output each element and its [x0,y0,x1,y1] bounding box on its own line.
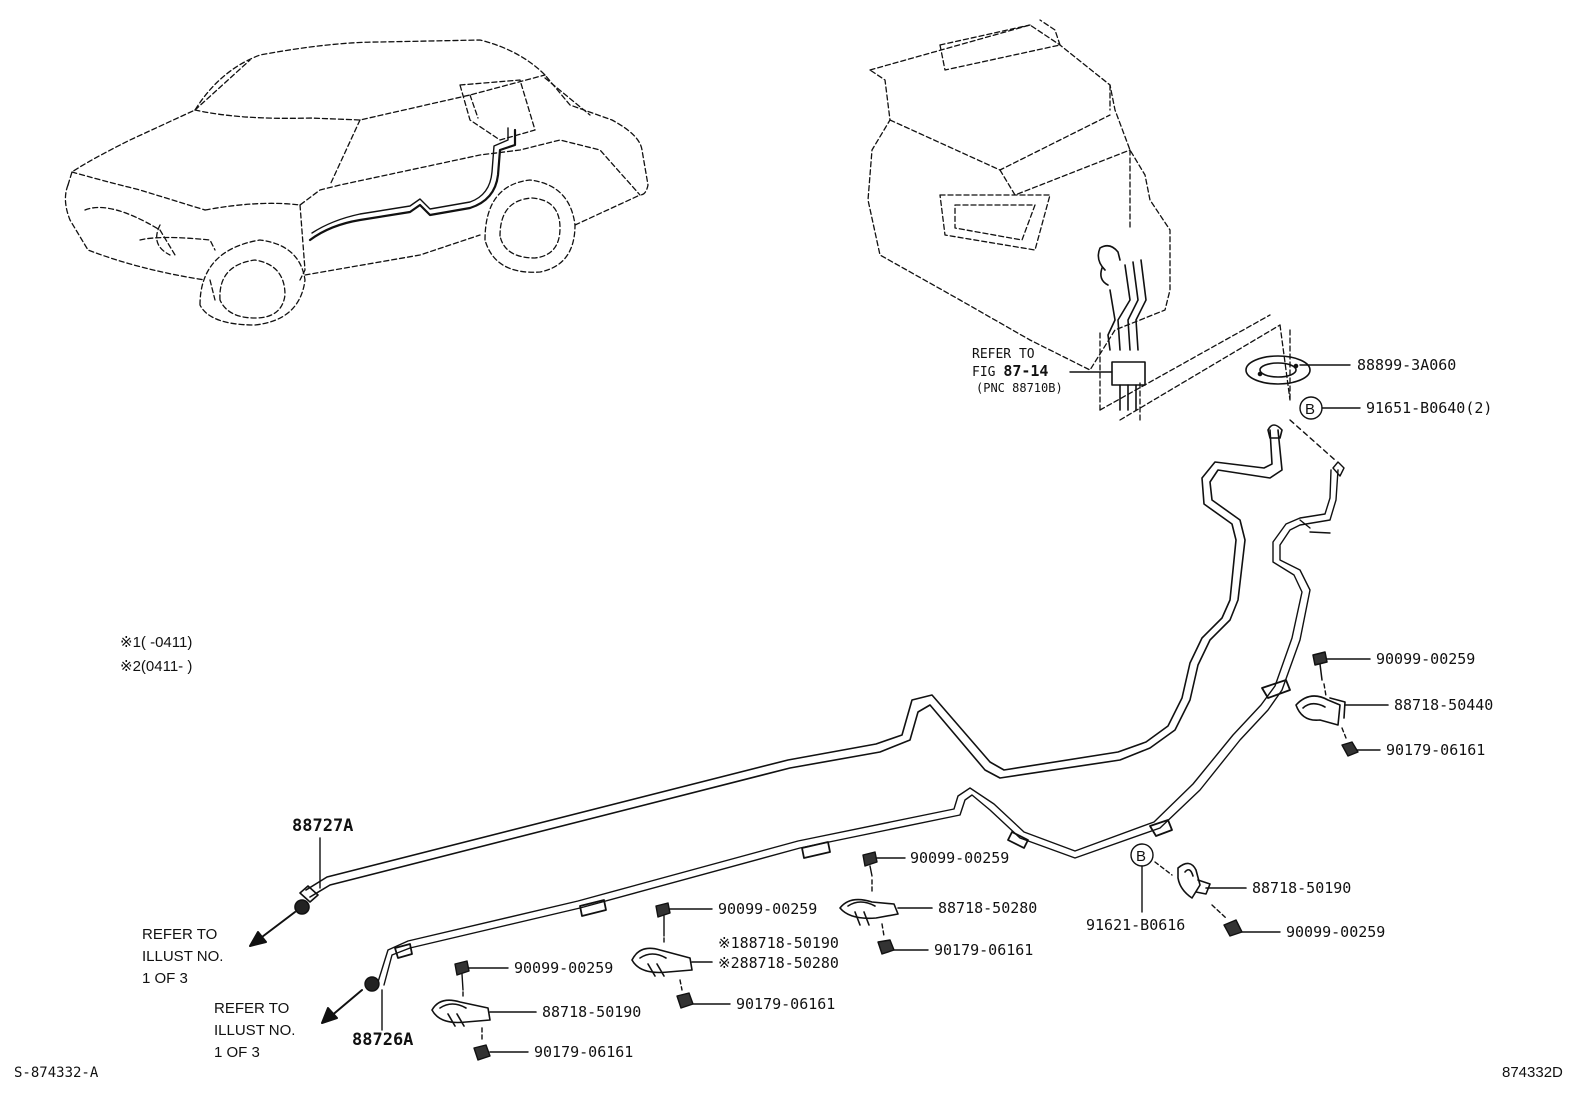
label-88718-50190-right[interactable]: 88718-50190 [1252,879,1352,897]
clamp-88718-50190-left [431,999,537,1027]
refer-illust-lower-l3: 1 OF 3 [214,1044,260,1061]
note-2: ※2(0411- ) [120,658,193,675]
label-90099-left[interactable]: 90099-00259 [514,959,614,977]
label-88718-note1[interactable]: ※188718-50190 [718,934,839,952]
refer-illust-upper-l1: REFER TO [142,926,218,943]
nut-90179-right [1341,741,1381,757]
bolt-90099-right [1312,651,1371,681]
label-90099-mid1[interactable]: 90099-00259 [910,849,1010,867]
dashed-link-b-lower [1154,861,1173,876]
sender-pipes [1097,244,1147,411]
callout-b-upper-text: B [1305,401,1315,418]
arrow-refer-upper [249,911,296,947]
label-90179-mid1[interactable]: 90179-06161 [934,941,1034,959]
pipe-end-88726a [364,976,380,992]
nut-90179-mid2 [676,992,731,1009]
dashed-link-right-1 [1323,683,1327,697]
refer-fig-line2: FIG 87-14 [972,362,1049,380]
callout-b-lower: B [1130,843,1154,913]
refer-illust-upper-l2: ILLUST NO. [142,948,224,965]
gasket-ring [1245,355,1311,385]
arrow-refer-lower [321,989,363,1024]
callout-b-lower-text: B [1136,848,1146,865]
label-88718-50440[interactable]: 88718-50440 [1394,696,1494,714]
clamp-88718-50440 [1295,695,1389,726]
dashed-link-mid1b [881,923,885,937]
bolt-90099-right-bottom [1223,919,1281,937]
bolt-90099-mid2 [655,902,713,937]
car-illustration [64,39,649,326]
refer-fig-number[interactable]: 87-14 [1003,362,1049,380]
refer-illust-lower: REFER TO ILLUST NO. 1 OF 3 [214,998,295,1064]
dashed-link-right-2 [1341,727,1347,739]
fuel-tank [867,19,1171,371]
note-1: ※1( -0411) [120,634,193,651]
label-90099-right[interactable]: 90099-00259 [1376,650,1476,668]
footer-diagram-code: S-874332-A [14,1065,99,1081]
refer-fig-fig-word: FIG [972,365,996,380]
dashed-link-b-upper [1289,419,1336,461]
label-90179-left[interactable]: 90179-06161 [534,1043,634,1061]
clamp-88718-50190-right [1177,862,1247,899]
bolt-90099-mid1 [862,851,906,877]
label-88726a[interactable]: 88726A [352,1030,414,1050]
car-fuel-line [308,127,517,242]
label-90099-right-bottom[interactable]: 90099-00259 [1286,923,1386,941]
label-88718-note2[interactable]: ※288718-50280 [718,954,839,972]
clamp-88718-mid2 [631,947,713,977]
label-88718-50190-left[interactable]: 88718-50190 [542,1003,642,1021]
label-90179-right[interactable]: 90179-06161 [1386,741,1486,759]
dashed-link-right-3 [1211,904,1227,919]
label-88899-3a060[interactable]: 88899-3A060 [1357,356,1457,374]
nut-90179-left [473,1044,529,1061]
footer-figure-id: 874332D [1502,1064,1563,1081]
refer-illust-lower-l1: REFER TO [214,1000,290,1017]
label-88718-50280-mid[interactable]: 88718-50280 [938,899,1038,917]
clamp-88718-50280-mid [839,898,933,926]
refer-fig-line3: (PNC 88710B) [976,381,1063,395]
label-91651-b0640[interactable]: 91651-B0640(2) [1366,399,1493,417]
refer-illust-upper-l3: 1 OF 3 [142,970,188,987]
refer-fig-line1: REFER TO [972,347,1035,362]
pipe-end-88727a [294,885,319,915]
refer-illust-upper: REFER TO ILLUST NO. 1 OF 3 [142,924,223,990]
bolt-90099-left [454,960,509,991]
pipe-sleeves [394,679,1291,959]
nut-90179-mid1 [877,939,929,955]
dashed-link-mid2b [679,979,683,991]
label-88727a[interactable]: 88727A [292,816,354,836]
callout-b-upper: B [1299,396,1323,420]
label-91621-b0616[interactable]: 91621-B0616 [1086,916,1186,934]
label-90099-mid2[interactable]: 90099-00259 [718,900,818,918]
refer-illust-lower-l2: ILLUST NO. [214,1022,296,1039]
fuel-pipe-88727a [305,424,1283,898]
fuel-pipe-88726a [377,461,1345,986]
label-90179-mid2[interactable]: 90179-06161 [736,995,836,1013]
